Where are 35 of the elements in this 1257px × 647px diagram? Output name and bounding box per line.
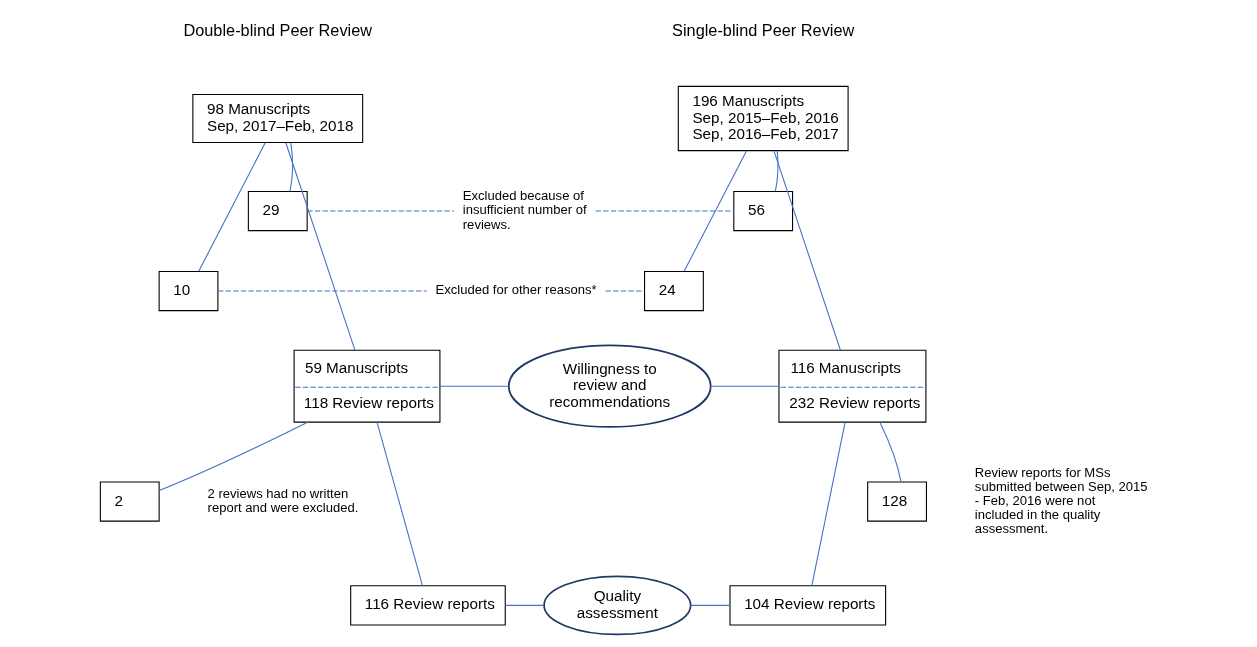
connector <box>773 150 841 351</box>
node-box: 2 <box>99 481 160 522</box>
node-ellipse: Quality assessment <box>543 575 692 636</box>
node-ellipse: Willingness to review and recommendations <box>507 344 712 428</box>
node-box: 98 Manuscripts Sep, 2017–Feb, 2018 <box>192 94 364 143</box>
node-box: 104 Review reports <box>729 585 887 626</box>
node-label: 2 reviews had no written report and were excluded. <box>207 485 359 516</box>
connector <box>285 142 356 351</box>
node-box: 116 Review reports <box>350 585 506 626</box>
connector <box>198 141 266 272</box>
node-text: Excluded for other reasons* <box>435 282 597 298</box>
node-text: Excluded because of insufficient number of reviews. <box>462 188 587 232</box>
connector <box>504 604 545 606</box>
connector <box>376 421 423 587</box>
node-box: 24 <box>644 270 704 312</box>
node-box: 29 <box>247 190 308 232</box>
node-box: 10 <box>158 270 219 312</box>
connector <box>811 421 846 587</box>
node-box: 196 Manuscripts Sep, 2015–Feb, 2016 Sep, 2016–Feb, 2017 <box>677 85 849 152</box>
connector <box>289 142 293 192</box>
connector <box>683 150 747 272</box>
connector <box>306 210 455 212</box>
connector <box>774 150 779 192</box>
node-box: 56 <box>733 190 794 232</box>
connector <box>439 385 510 387</box>
connector <box>595 210 735 212</box>
connector <box>879 421 902 483</box>
connector <box>158 421 309 492</box>
node-label: Review reports for MSs submitted between Sep, 2015 - Feb, 2016 were not included in the quality assessment. <box>974 464 1148 537</box>
connector <box>690 604 731 606</box>
connector <box>710 385 780 387</box>
label: Single-blind Peer Review <box>672 20 855 39</box>
label: Double-blind Peer Review <box>183 20 373 39</box>
node-box: 128 <box>867 481 927 522</box>
connector <box>217 290 428 292</box>
